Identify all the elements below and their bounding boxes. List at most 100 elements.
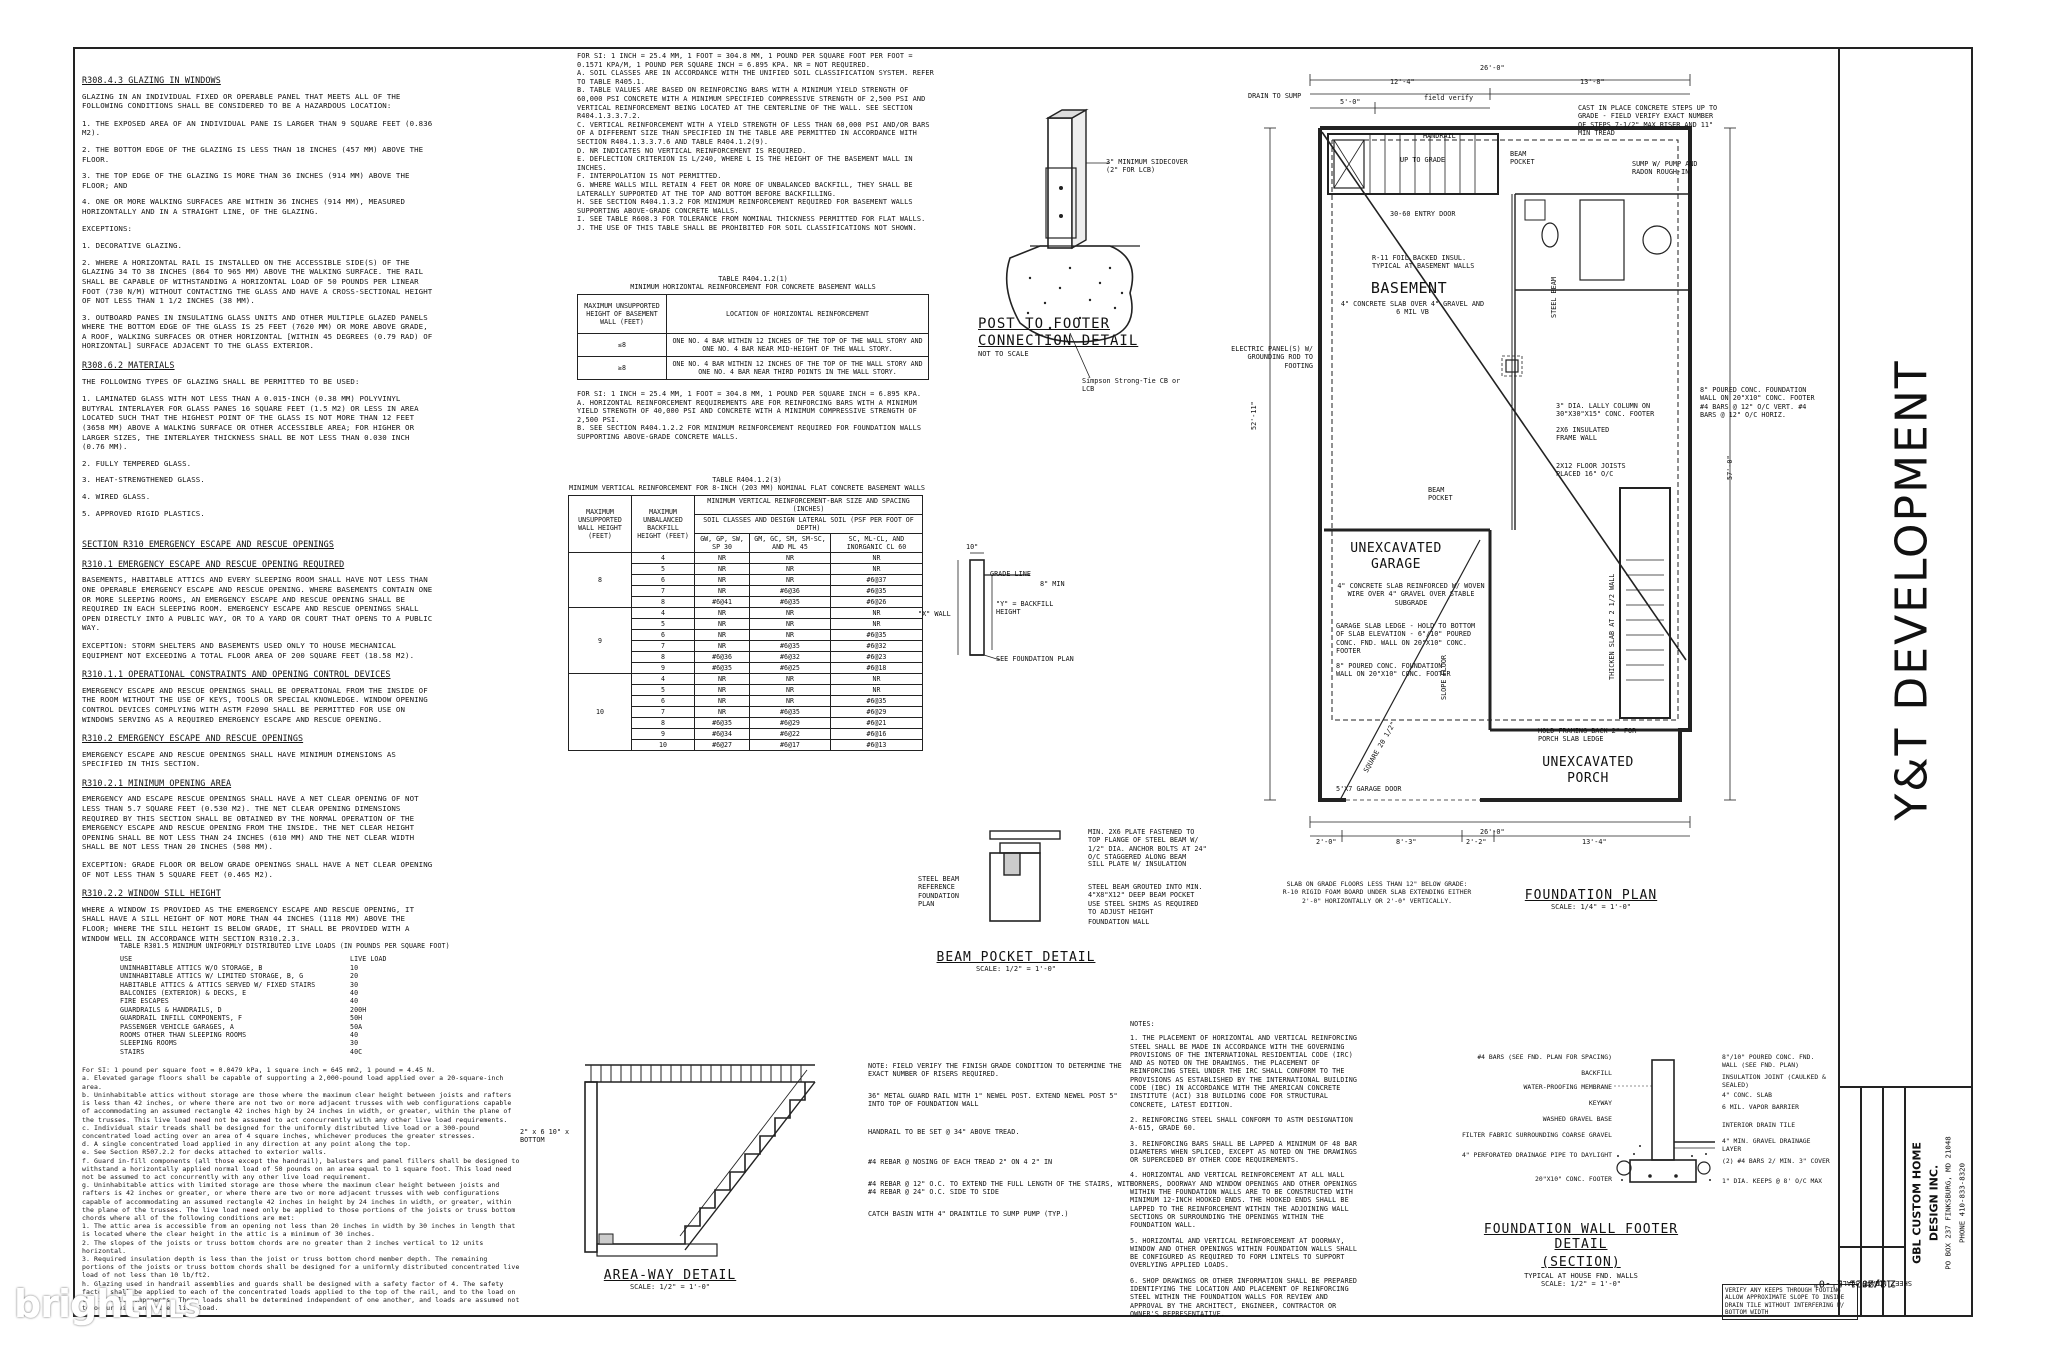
post-detail-title-block: POST TO FOOTER CONNECTION DETAIL NOT TO …	[978, 316, 1188, 358]
general-note-item: 6. SHOP DRAWINGS OR OTHER INFORMATION SH…	[1130, 1276, 1357, 1318]
t2-cell: NR	[829, 607, 924, 619]
live-load-table: TABLE R301.5 MINIMUM UNIFORMLY DISTRIBUT…	[82, 942, 522, 1312]
live-load-footnote: g. Uninhabitable attics with limited sto…	[82, 1181, 516, 1222]
fp-beam-steel: STEEL BEAM	[1550, 277, 1558, 318]
note-mid-item: FOR SI: 1 INCH = 25.4 MM, 1 FOOT = 304.8…	[577, 390, 922, 398]
footer-label-right: (2) #4 BARS 2/ MIN. 3" COVER	[1722, 1157, 1830, 1165]
footer-label-left: WASHED GRAVEL BASE	[1542, 1115, 1612, 1123]
live-load-value: 40	[350, 1031, 359, 1040]
notes-mid-list: FOR SI: 1 INCH = 25.4 MM, 1 FOOT = 304.8…	[577, 390, 937, 442]
exceptions-list: 1. DECORATIVE GLAZING. 2. WHERE A HORIZO…	[82, 241, 434, 351]
t2-cell: 5	[631, 563, 695, 575]
fp-dim-sub-a: 5'-0"	[1340, 98, 1361, 106]
t1-table: MAXIMUM UNSUPPORTED HEIGHT OF BASEMENT W…	[577, 294, 929, 380]
t1-title: TABLE R404.1.2(1)	[718, 275, 788, 283]
r3101-text: BASEMENTS, HABITABLE ATTICS AND EVERY SL…	[82, 575, 433, 633]
reinforcement-notes-mid: FOR SI: 1 INCH = 25.4 MM, 1 FOOT = 304.8…	[577, 390, 937, 442]
t2-cell: #6@18	[829, 662, 924, 674]
r3086-heading: R308.6.2 MATERIALS	[82, 360, 175, 371]
r3086-item: 3. HEAT-STRENGTHENED GLASS.	[82, 475, 205, 485]
wall-backfill-label: "Y" = BACKFILL HEIGHT	[996, 600, 1054, 617]
live-load-value: 40c	[350, 1047, 363, 1056]
note-top-item: B. TABLE VALUES ARE BASED ON REINFORCING…	[577, 86, 926, 121]
post-side	[1071, 108, 1087, 250]
live-load-value: 20	[350, 972, 359, 981]
areaway-title-block: AREA-WAY DETAIL SCALE: 1/2" = 1'-0"	[580, 1268, 760, 1291]
sump-pit	[1642, 225, 1672, 255]
r31011-heading: R310.1.1 OPERATIONAL CONSTRAINTS AND OPE…	[82, 669, 391, 680]
project-title: Y&T DEVELOPMENT	[1866, 355, 1958, 825]
areaway-rebar2-label: #4 REBAR @ 12" O.C. TO EXTEND THE FULL L…	[868, 1180, 1134, 1197]
footer-label-left: BACKFILL	[1581, 1069, 1612, 1077]
t2-cell: #6@35	[749, 640, 831, 652]
beam-fwall-label: FOUNDATION WALL	[1088, 918, 1150, 926]
wall-x-label: "X" WALL	[918, 610, 951, 618]
t2-cell: NR	[829, 618, 924, 630]
t2-cell: #6@36	[749, 585, 831, 597]
live-load-footnote: c. Individual stair treads shall be desi…	[82, 1123, 480, 1140]
sill-plate	[999, 842, 1041, 854]
live-load-row: GUARDRAILS & HANDRAILS, d200h	[120, 1006, 420, 1014]
t2-cell: NR	[829, 673, 924, 685]
live-load-row: UNINHABITABLE ATTICS W/O STORAGE, b10	[120, 964, 420, 972]
title-block-line	[1838, 1246, 1904, 1248]
r3101-heading: R310.1 EMERGENCY ESCAPE AND RESCUE OPENI…	[82, 558, 345, 569]
t2-wall-cell: 10	[568, 673, 632, 751]
exception-item: 2. WHERE A HORIZONTAL RAIL IS INSTALLED …	[82, 257, 433, 306]
t2-header-group: MINIMUM VERTICAL REINFORCEMENT-BAR SIZE …	[694, 495, 923, 515]
areaway-scale: SCALE: 1/2" = 1'-0"	[629, 1283, 711, 1291]
stair-treads	[597, 1082, 806, 1245]
areaway-catch-label: CATCH BASIN WITH 4" DRAINTILE TO SUMP PU…	[868, 1210, 1069, 1218]
r31021-exception: EXCEPTION: GRADE FLOOR OR BELOW GRADE OP…	[82, 860, 433, 879]
firm-phone-text: PHONE 410-833-8320	[1957, 1162, 1967, 1243]
fp-drain-label: DRAIN TO SUMP	[1248, 92, 1302, 100]
plate	[989, 830, 1061, 840]
exception-item: 1. DECORATIVE GLAZING.	[82, 241, 183, 251]
fp-dim-top-a: 12'-4"	[1390, 78, 1415, 86]
beam-sill-label: SILL PLATE W/ INSULATION	[1088, 860, 1187, 868]
fp-porch-note: HOLD FRAMING BACK 2" FOR PORCH SLAB LEDG…	[1538, 727, 1637, 744]
live-load-row: BALCONIES (EXTERIOR) & DECKS, e40	[120, 989, 420, 997]
t2-cell: 6	[631, 574, 695, 586]
title-block-line	[1904, 1086, 1906, 1317]
t2-cell: NR	[749, 574, 831, 586]
beam-steel-label: STEEL BEAM REFERENCE FOUNDATION PLAN	[918, 875, 959, 909]
t1-cell: ONE NO. 4 BAR WITHIN 12 INCHES OF THE TO…	[666, 356, 929, 380]
fp-garage-slab: 4" CONCRETE SLAB REINFORCED W/ WOVEN WIR…	[1337, 582, 1485, 607]
live-load-header: USE LIVE LOAD	[120, 955, 420, 963]
live-load-value: 30	[350, 1039, 359, 1048]
t2-cell: NR	[693, 607, 751, 619]
note-mid-item: A. HORIZONTAL REINFORCEMENT REQUIREMENTS…	[577, 398, 917, 424]
t2-cell: NR	[693, 585, 751, 597]
wall-section-drawing	[957, 552, 1030, 661]
footer-label-left: 4" PERFORATED DRAINAGE PIPE TO DAYLIGHT	[1461, 1151, 1612, 1159]
live-load-footnote: 1. The attic area is accessible from an …	[82, 1222, 516, 1239]
horizontal-reinforcement-table: TABLE R404.1.2(1) MINIMUM HORIZONTAL REI…	[577, 275, 929, 380]
wall-min-label: 8" MIN	[1040, 580, 1065, 588]
post-footer-drawing	[1005, 108, 1140, 379]
footer-label-right: INTERIOR DRAIN TILE	[1722, 1121, 1796, 1129]
firm-name-2-text: DESIGN INC.	[1927, 1164, 1941, 1241]
t2-cell: #6@21	[829, 717, 924, 729]
stair-lines	[1626, 559, 1664, 681]
t2-header-col: GM, GC, SM, SM-SC, AND ML 45	[749, 533, 831, 553]
t2-cell: NR	[829, 552, 924, 564]
footer-title-block: FOUNDATION WALL FOOTER DETAIL (SECTION) …	[1466, 1222, 1696, 1288]
t2-row: 8#6@36#6@32#6@23	[569, 651, 924, 663]
fp-dim-sub-b: field verify	[1424, 94, 1474, 102]
t1-header-location: LOCATION OF HORIZONTAL REINFORCEMENT	[666, 294, 929, 334]
note-mid-item: B. SEE SECTION R404.1.2.2 FOR MINIMUM RE…	[577, 424, 922, 441]
live-load-value: 200h	[350, 1005, 367, 1014]
general-note-item: 1. THE PLACEMENT OF HORIZONTAL AND VERTI…	[1130, 1034, 1357, 1109]
live-load-value: 50h	[350, 1014, 363, 1023]
fp-handrail-label: HANDRAIL	[1423, 132, 1456, 140]
strong-tie-bracket	[1045, 167, 1077, 239]
t2-cell: NR	[693, 695, 751, 707]
r31021-text: EMERGENCY AND ESCAPE RESCUE OPENINGS SHA…	[82, 794, 419, 852]
live-load-footnote: For SI: 1 pound per square foot = 0.0479…	[82, 1066, 436, 1075]
left-wall	[584, 1081, 598, 1253]
general-note-item: 3. REINFORCING BARS SHALL BE LAPPED A MI…	[1130, 1139, 1357, 1165]
